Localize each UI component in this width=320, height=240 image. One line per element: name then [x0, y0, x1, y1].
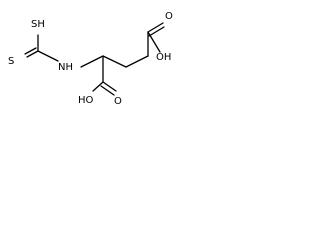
atom-label-o-bottom: O — [114, 96, 122, 107]
atom-label-oh-bottom: HO — [78, 95, 94, 106]
bond-c-n — [37, 50, 59, 62]
bond-cdelta-oh — [147, 31, 161, 53]
bond-c-s-double-b — [24, 47, 37, 55]
bond-cbeta-cgamma — [125, 55, 149, 68]
atom-label-nh: NH — [58, 62, 73, 73]
bond-ccarboxyl-o-double-b — [100, 85, 115, 96]
bond-ccarboxyl-oh — [92, 81, 104, 92]
bond-n-calpha — [80, 55, 104, 68]
bond-ccarboxyl-o-double-a — [102, 81, 117, 92]
molecule-structure: SH S NH O OH O HO — [8, 11, 173, 107]
atom-label-oh-right: OH — [156, 52, 171, 63]
bond-calpha-cbeta — [102, 55, 127, 68]
atom-label-o-right: O — [165, 11, 173, 22]
atom-label-s-left: S — [8, 56, 14, 67]
bond-c-s-double-a — [26, 50, 39, 58]
atom-label-sh-top: SH — [31, 19, 45, 30]
bond-cdelta-o-double-a — [147, 22, 164, 33]
bond-cdelta-o-double-b — [148, 26, 165, 37]
